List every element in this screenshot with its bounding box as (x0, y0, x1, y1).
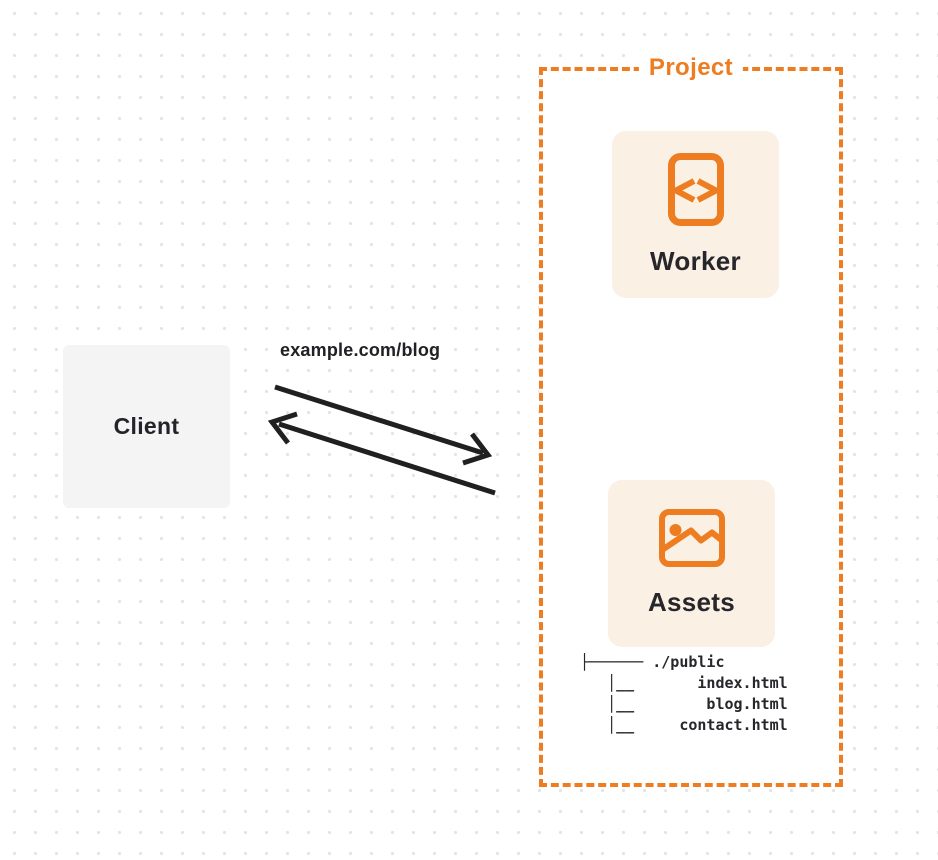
image-icon (658, 509, 725, 567)
assets-label: Assets (647, 587, 736, 617)
response-arrow (267, 411, 496, 496)
project-label: Project (638, 53, 744, 83)
request-url-label: example.com/blog (280, 340, 441, 360)
project-container: Project Worker Assets (539, 53, 843, 787)
code-document-icon (667, 152, 724, 226)
request-arrow (274, 384, 493, 466)
assets-file-tree: ├────── ./public │__ index.html │__ blog… (580, 653, 788, 734)
assets-node: Assets (608, 480, 775, 647)
client-node: Client (63, 345, 230, 508)
worker-label: Worker (650, 245, 741, 276)
client-label: Client (113, 413, 180, 439)
worker-node: Worker (612, 131, 779, 298)
